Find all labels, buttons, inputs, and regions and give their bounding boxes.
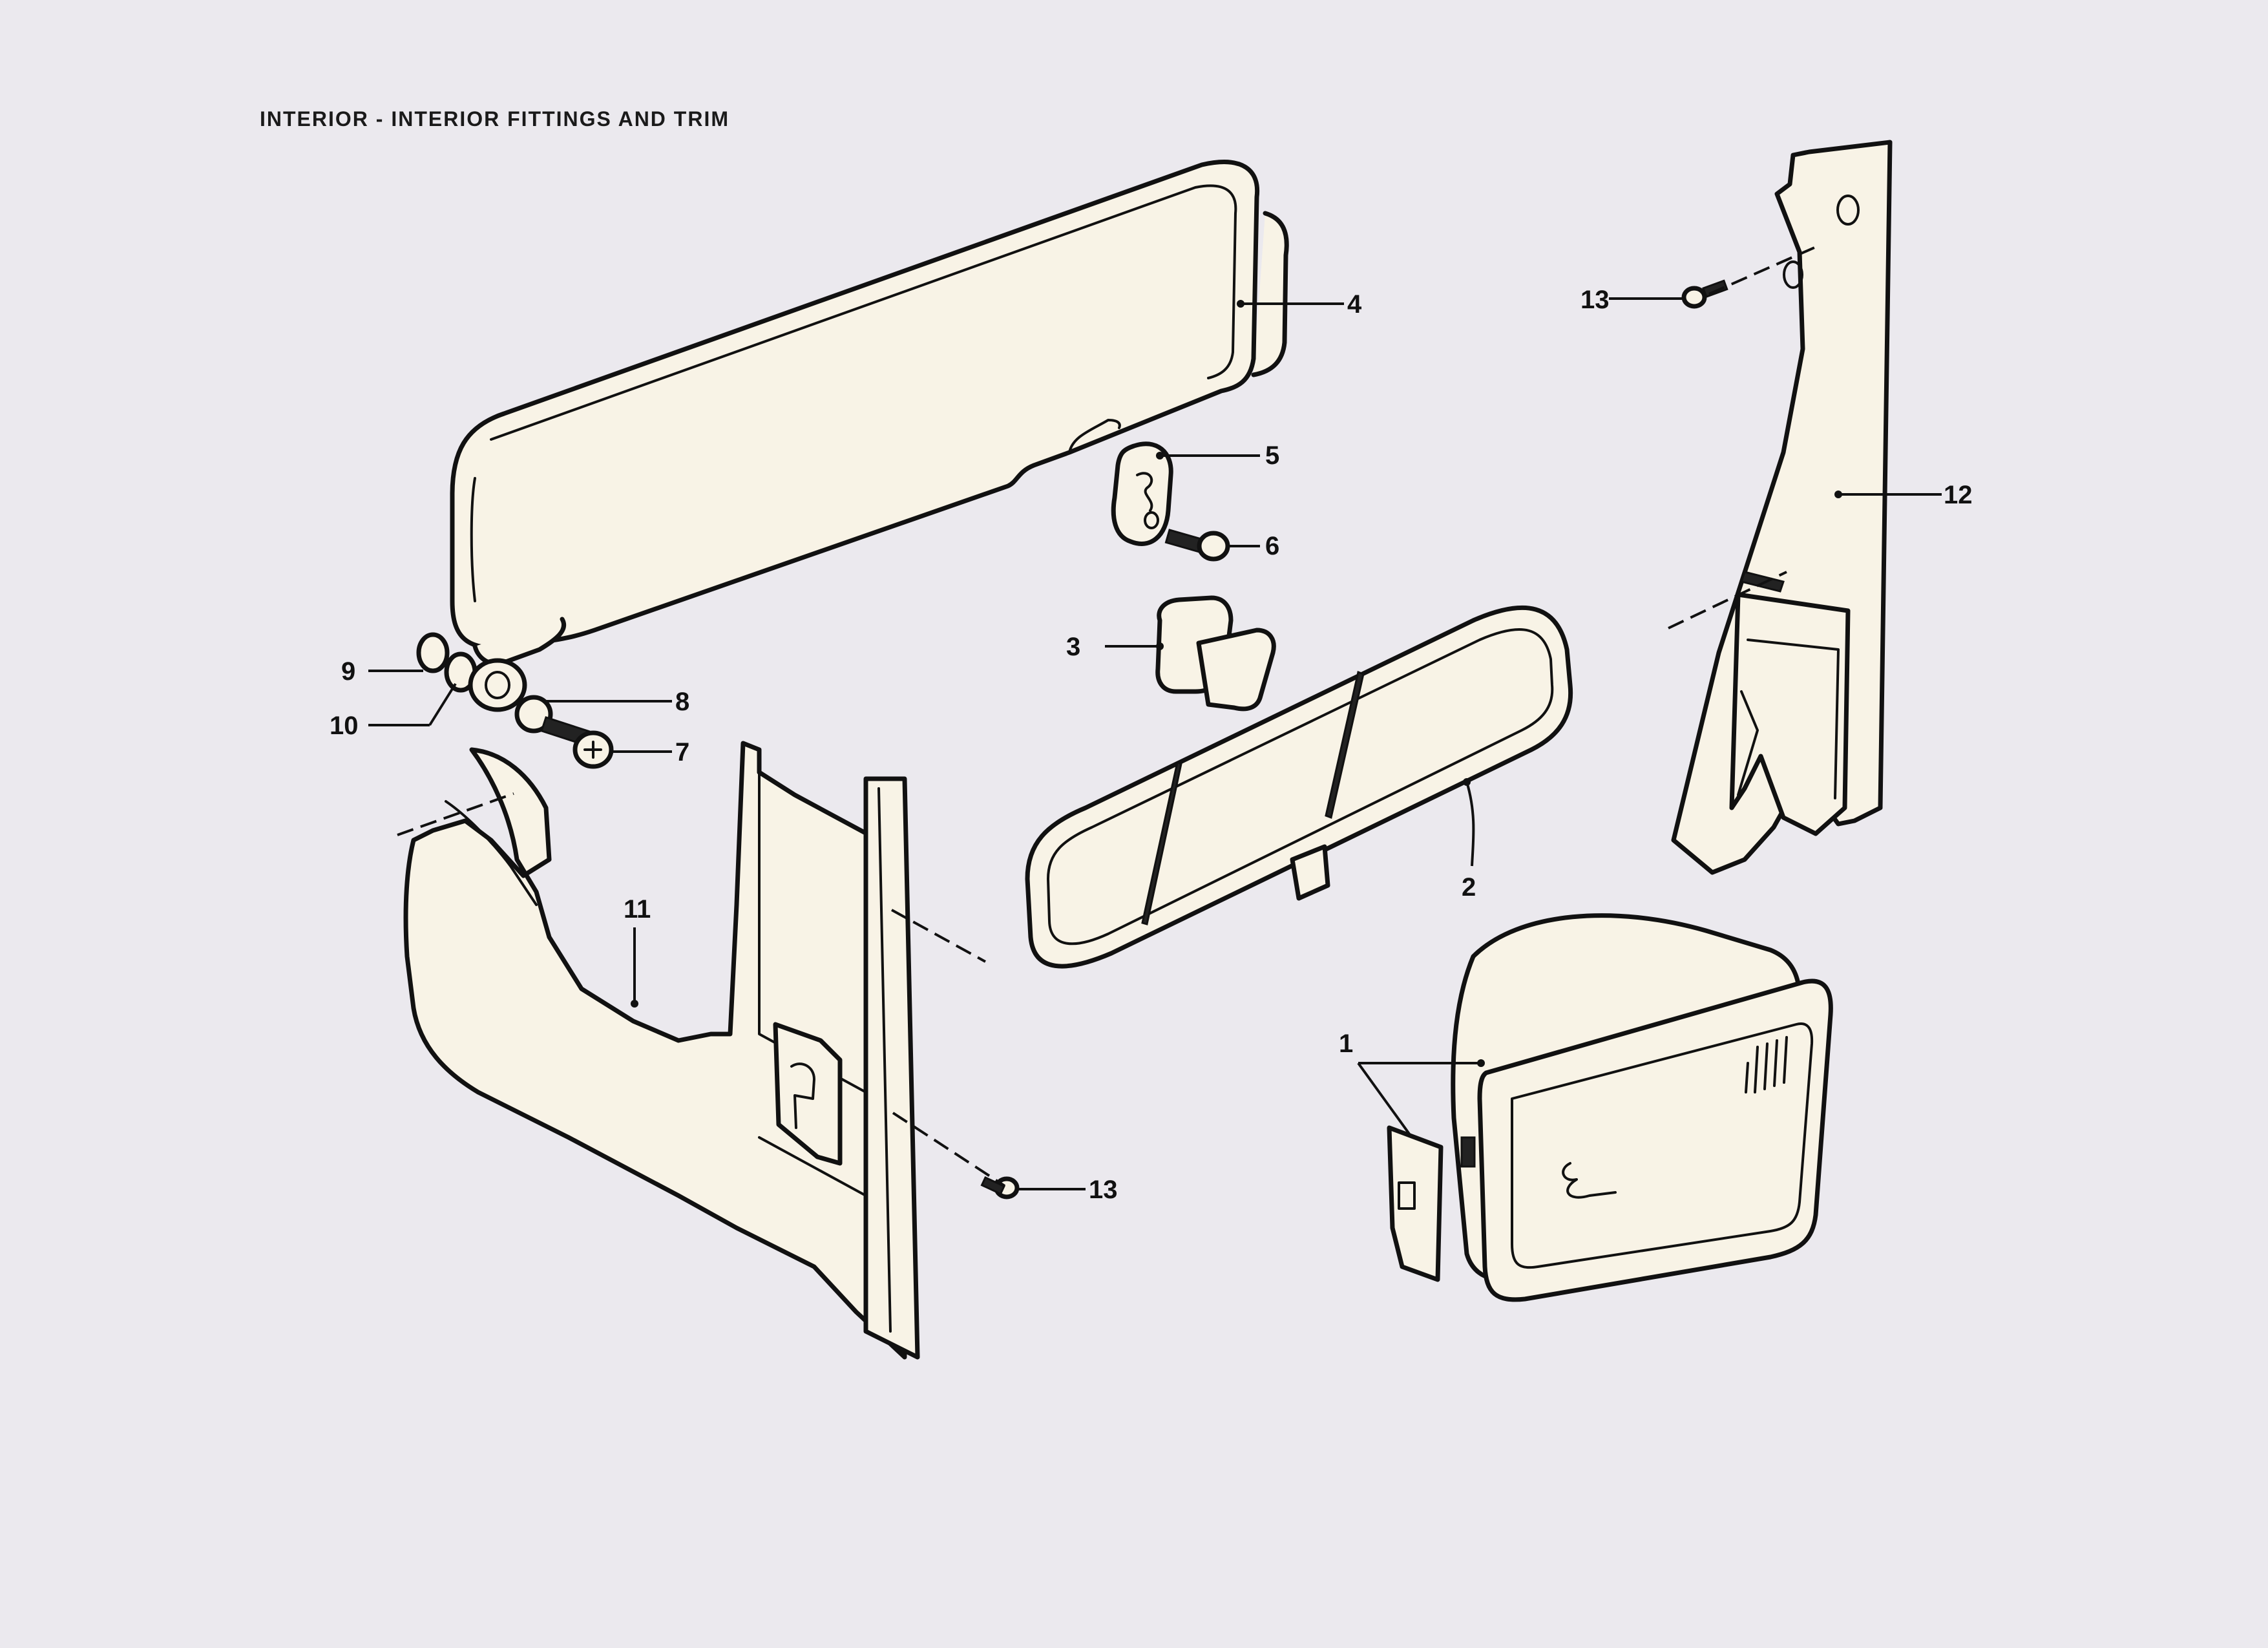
- callout-3: 3: [1066, 633, 1080, 661]
- clip-screw: [1164, 529, 1230, 562]
- lamp-switch: [1460, 1136, 1476, 1168]
- callout-1: 1: [1339, 1030, 1353, 1058]
- pillar-screw: [1681, 279, 1728, 309]
- fixing-line-side-trim-screw: [892, 1112, 1006, 1187]
- sun-visor: [450, 160, 1289, 666]
- callout-5: 5: [1265, 441, 1279, 470]
- fixing-line-pillar-screw: [1708, 244, 1820, 295]
- fixing-line-side-trim-mid: [891, 909, 986, 963]
- diagram-title: INTERIOR - INTERIOR FITTINGS AND TRIM: [260, 107, 730, 131]
- visor-mounting-bracket: [468, 658, 527, 712]
- visor-retaining-clip: [1111, 441, 1173, 546]
- callout-4: 4: [1347, 290, 1362, 319]
- fixing-line-side-trim-top: [397, 792, 514, 836]
- callout-7: 7: [675, 738, 689, 766]
- side-trim-panel: [403, 741, 920, 1360]
- interior-lamp: [1451, 913, 1833, 1302]
- mirror-mount: [1155, 595, 1276, 712]
- callout-6: 6: [1265, 532, 1279, 560]
- visor-pivot-bush: [416, 632, 450, 673]
- visor-washer: [514, 695, 553, 734]
- callout-12: 12: [1944, 481, 1973, 509]
- callout-10: 10: [330, 712, 359, 740]
- pillar-trim-panel: [1671, 140, 1893, 875]
- visor-pivot-hardware: [416, 632, 614, 769]
- callout-8: 8: [675, 688, 689, 716]
- callout-9: 9: [341, 657, 355, 686]
- fixing-line-pillar-lower: [1668, 571, 1787, 629]
- callout-11: 11: [624, 895, 651, 924]
- leader-lines: [368, 297, 1942, 1190]
- lamp-lens: [1387, 1125, 1444, 1282]
- rear-view-mirror: [1025, 606, 1573, 969]
- callout-13-pillar: 13: [1580, 286, 1610, 314]
- callout-13-side: 13: [1089, 1176, 1118, 1204]
- side-trim-screw: [980, 1176, 1020, 1199]
- callout-2: 2: [1462, 873, 1476, 902]
